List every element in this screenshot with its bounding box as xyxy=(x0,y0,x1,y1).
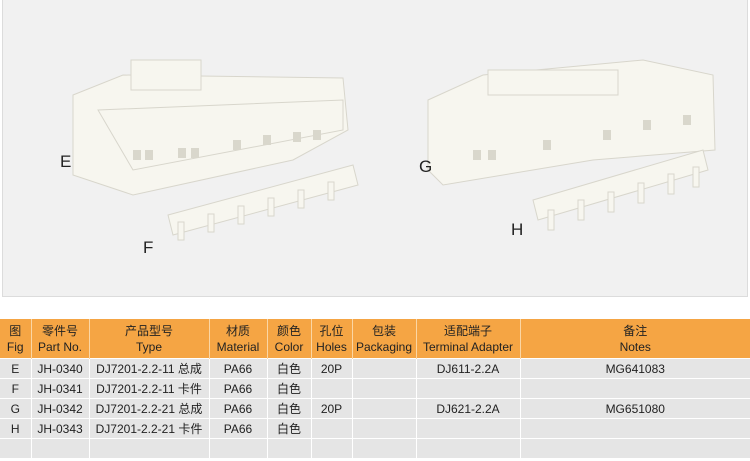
table-cell xyxy=(89,438,210,458)
table-cell: G xyxy=(0,398,32,419)
figure-label-g: G xyxy=(419,157,433,176)
table-cell xyxy=(267,438,312,458)
table-cell xyxy=(311,418,353,439)
header-zh: 图 xyxy=(9,323,22,338)
table-cell: 白色 xyxy=(267,378,312,399)
table-cell: DJ7201-2.2-11 总成 xyxy=(89,358,210,379)
table-cell: JH-0342 xyxy=(31,398,90,419)
table-cell: DJ7201-2.2-11 卡件 xyxy=(89,378,210,399)
header-zh: 孔位 xyxy=(319,323,344,338)
table-cell: PA66 xyxy=(209,418,268,439)
table-cell xyxy=(352,378,417,399)
table-cell: 20P xyxy=(311,358,353,379)
table-cell: DJ611-2.2A xyxy=(416,358,521,379)
header-en: Part No. xyxy=(37,339,82,354)
table-cell: 白色 xyxy=(267,398,312,419)
table-cell: 白色 xyxy=(267,418,312,439)
table-cell: DJ7201-2.2-21 卡件 xyxy=(89,418,210,439)
table-cell xyxy=(31,438,90,458)
table-cell xyxy=(311,378,353,399)
header-zh: 产品型号 xyxy=(124,323,173,338)
table-cell xyxy=(520,378,750,399)
figure-label-h: H xyxy=(511,220,524,239)
table-cell xyxy=(416,438,521,458)
header-zh: 零件号 xyxy=(41,323,78,338)
table-cell: JH-0343 xyxy=(31,418,90,439)
header-zh: 备注 xyxy=(623,323,648,338)
table-cell: JH-0340 xyxy=(31,358,90,379)
table-cell xyxy=(520,418,750,439)
table-cell: DJ621-2.2A xyxy=(416,398,521,419)
table-cell xyxy=(209,438,268,458)
figure-label-f: F xyxy=(143,238,154,257)
table-cell: 20P xyxy=(311,398,353,419)
header-en: Packaging xyxy=(355,339,413,354)
header-en: Fig xyxy=(6,339,24,354)
connector-e-image xyxy=(72,59,349,196)
connector-f-image xyxy=(167,164,359,241)
table-cell xyxy=(352,418,417,439)
header-zh: 适配端子 xyxy=(443,323,492,338)
table-cell: H xyxy=(0,418,32,439)
product-photo-panel: E F G H xyxy=(2,0,748,297)
table-cell: PA66 xyxy=(209,358,268,379)
header-zh: 包装 xyxy=(371,323,396,338)
header-en: Holes xyxy=(316,339,347,354)
figure-label-e: E xyxy=(60,152,72,171)
table-cell xyxy=(0,438,32,458)
table-cell xyxy=(416,378,521,399)
table-cell xyxy=(416,418,521,439)
connector-illustrations xyxy=(72,59,716,241)
table-cell xyxy=(352,438,417,458)
table-cell: F xyxy=(0,378,32,399)
header-en: Notes xyxy=(619,339,651,354)
header-en: Type xyxy=(135,339,162,354)
table-cell: MG641083 xyxy=(520,358,750,379)
table-cell: 白色 xyxy=(267,358,312,379)
table-cell xyxy=(352,358,417,379)
connector-h-image xyxy=(532,149,709,231)
table-cell: PA66 xyxy=(209,398,268,419)
header-zh: 颜色 xyxy=(276,323,301,338)
header-en: Material xyxy=(216,339,260,354)
table-cell: DJ7201-2.2-21 总成 xyxy=(89,398,210,419)
table-cell: E xyxy=(0,358,32,379)
header-en: Color xyxy=(274,339,304,354)
header-zh: 材质 xyxy=(225,323,250,338)
header-en: Terminal Adapter xyxy=(422,339,514,354)
connector-g-image xyxy=(427,59,716,186)
table-cell xyxy=(352,398,417,419)
table-cell: PA66 xyxy=(209,378,268,399)
table-cell: JH-0341 xyxy=(31,378,90,399)
table-cell xyxy=(311,438,353,458)
table-cell: MG651080 xyxy=(520,398,750,419)
table-row xyxy=(0,438,750,458)
table-cell xyxy=(520,438,750,458)
